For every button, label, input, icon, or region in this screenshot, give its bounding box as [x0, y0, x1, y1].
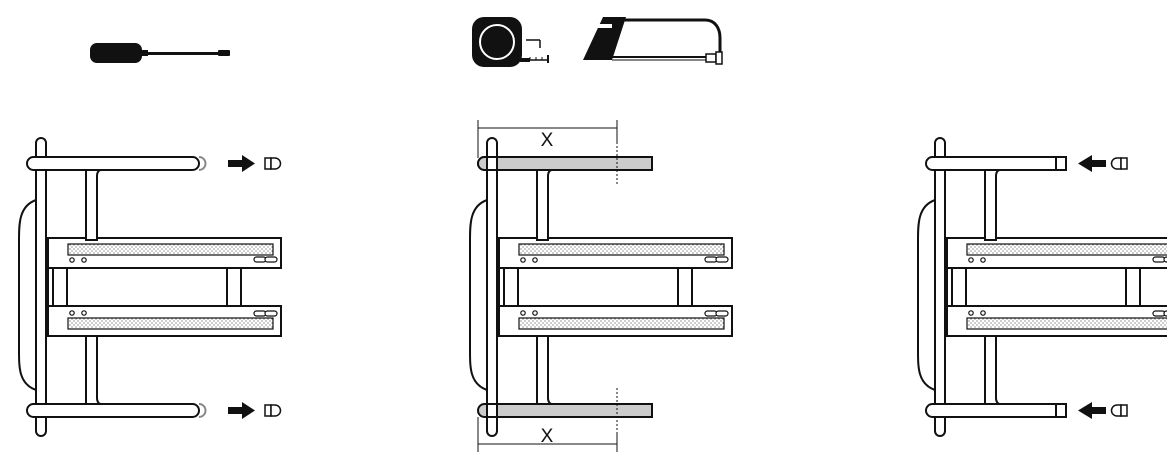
rack-frame [917, 137, 1167, 437]
arrow-left-icon [1078, 155, 1106, 172]
end-cap-icon [264, 404, 282, 417]
tape-measure-icon [472, 17, 549, 67]
end-cap-icon [1110, 157, 1128, 170]
screwdriver-icon [90, 43, 230, 63]
rack-frame [18, 137, 282, 437]
step-measure-and-cut: X X [469, 120, 733, 452]
step-remove-caps [18, 137, 282, 437]
dimension-label: X [541, 426, 554, 447]
arrow-left-icon [1078, 402, 1106, 419]
top-arm [477, 156, 653, 171]
bottom-arm [477, 403, 653, 418]
step-refit-caps [917, 137, 1167, 437]
dimension-bottom: X [477, 417, 618, 452]
dimension-top: X [477, 120, 618, 158]
rack-frame [469, 137, 733, 437]
end-cap-icon [1110, 404, 1128, 417]
arrow-right-icon [228, 155, 255, 172]
bottom-arm [925, 403, 1067, 418]
end-cap-icon [264, 157, 282, 170]
hacksaw-icon [583, 17, 723, 65]
dimension-label: X [541, 130, 554, 151]
top-arm [26, 156, 207, 171]
bottom-arm [26, 403, 207, 418]
top-arm [925, 156, 1067, 171]
arrow-right-icon [228, 402, 255, 419]
